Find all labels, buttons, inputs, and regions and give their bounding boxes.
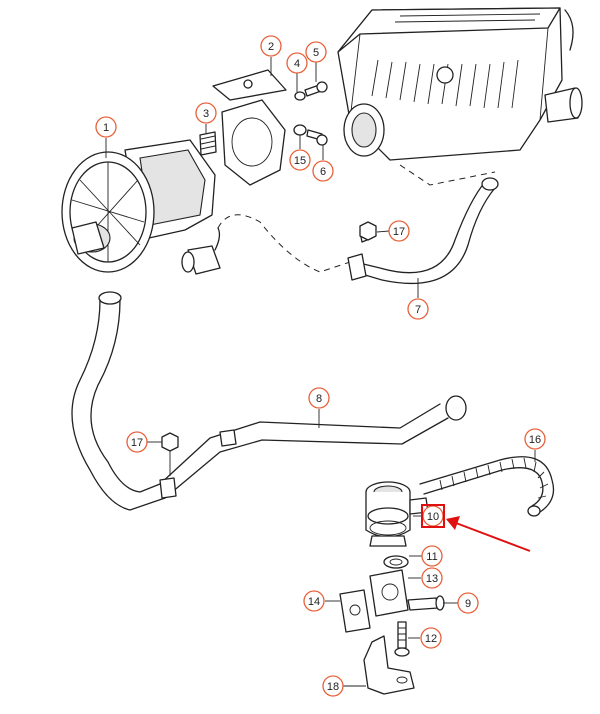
- secondary-air-pump: [61, 139, 351, 275]
- callout-label: 14: [308, 596, 320, 608]
- callout-8: 8: [308, 387, 330, 409]
- callout-10: 10: [422, 505, 444, 527]
- callout-11: 11: [421, 545, 443, 567]
- callout-label: 2: [268, 41, 274, 53]
- callout-5: 5: [305, 41, 327, 63]
- callout-label: 11: [426, 551, 437, 563]
- callout-label: 15: [294, 155, 306, 167]
- callout-label: 3: [203, 108, 209, 120]
- cover-plate-assembly: [199, 69, 328, 186]
- nut-17-lower: [161, 432, 179, 452]
- callout-9: 9: [457, 592, 479, 614]
- callout-label: 13: [426, 573, 438, 585]
- hose-16: [419, 456, 555, 517]
- callout-17-lower: 17: [126, 431, 148, 453]
- callout-6: 6: [312, 160, 334, 182]
- callout-3: 3: [195, 102, 217, 124]
- callout-label: 18: [327, 681, 339, 693]
- air-filter-housing: [337, 7, 583, 186]
- callout-label: 7: [415, 304, 421, 316]
- callout-label: 6: [320, 166, 326, 178]
- callout-label: 8: [316, 393, 322, 405]
- callout-16: 16: [524, 428, 546, 450]
- callout-label: 16: [529, 434, 541, 446]
- arrowhead-icon: [446, 516, 460, 530]
- callout-1: 1: [95, 116, 117, 138]
- callout-label: 4: [294, 58, 300, 70]
- callout-13: 13: [421, 567, 443, 589]
- callout-label: 17: [393, 226, 405, 238]
- callout-12: 12: [420, 627, 442, 649]
- highlight-arrow: [455, 522, 531, 552]
- combination-valve: [365, 481, 429, 547]
- callout-2: 2: [260, 35, 282, 57]
- callout-label: 5: [313, 47, 319, 59]
- callout-label: 10: [427, 511, 439, 523]
- callout-17-upper: 17: [388, 220, 410, 242]
- callout-18: 18: [322, 675, 344, 697]
- callout-label: 12: [425, 633, 437, 645]
- highlight-annotation: [421, 504, 531, 552]
- callout-label: 9: [465, 598, 471, 610]
- callout-14: 14: [303, 590, 325, 612]
- leader-lines: [105, 57, 536, 687]
- valve-mounting-parts: [339, 555, 445, 695]
- highlight-box: [421, 504, 445, 528]
- callout-7: 7: [407, 298, 429, 320]
- callout-label: 1: [103, 122, 109, 134]
- callout-4: 4: [286, 52, 308, 74]
- pump-outlet-hose: [71, 291, 467, 511]
- nut-17-upper: [359, 221, 377, 241]
- callout-15: 15: [289, 149, 311, 171]
- callout-label: 17: [131, 437, 143, 449]
